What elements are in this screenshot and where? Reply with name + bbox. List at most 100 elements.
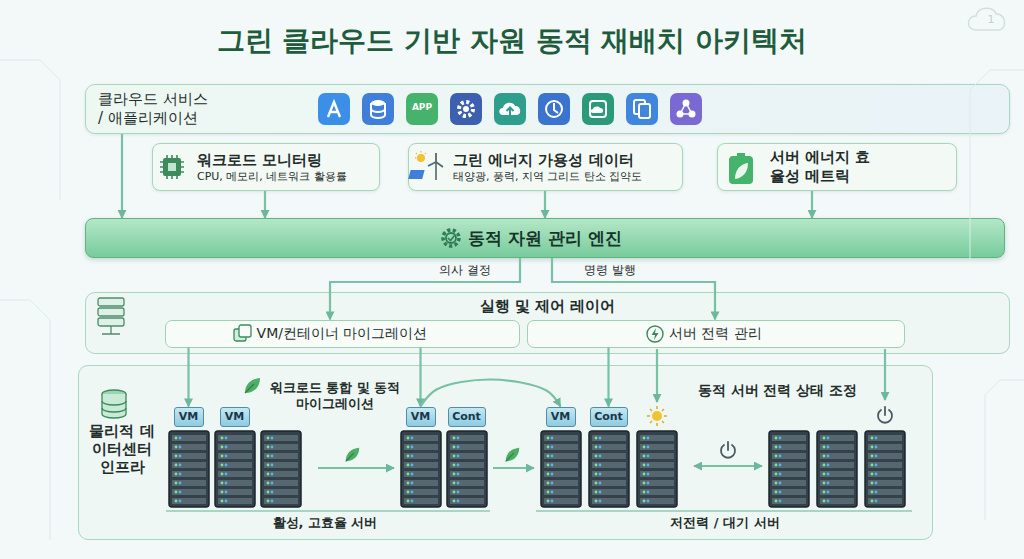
node-title: VM	[225, 410, 244, 423]
power-mgmt-icon	[652, 328, 659, 340]
flow-arrow	[493, 467, 534, 469]
connector-arrow	[121, 134, 123, 218]
app-icon	[683, 100, 690, 107]
app-icon	[450, 93, 482, 125]
app-icon	[318, 93, 350, 125]
app-icon	[626, 93, 658, 125]
server-rack	[817, 431, 857, 507]
gear-icon	[443, 230, 459, 246]
leaf-icon	[346, 448, 360, 462]
app-icon	[582, 93, 614, 125]
battery-icon	[737, 153, 745, 157]
node-body: 태양광, 풍력, 지역 그리드 탄소 집약도	[453, 170, 682, 184]
server-rack	[589, 431, 629, 507]
background-circuit	[0, 60, 60, 200]
server-rack	[261, 431, 301, 507]
connector-arrow	[811, 191, 813, 218]
app-icon	[670, 93, 702, 125]
server-stack-icon	[98, 298, 124, 306]
energy-icon	[435, 162, 437, 180]
app-icon	[371, 100, 385, 106]
app-icon	[371, 109, 385, 112]
server-racks	[169, 431, 905, 507]
connector-arrow	[264, 191, 266, 218]
connector-arrow	[419, 348, 421, 407]
service-band: 클라우드 서비스 / 애플리케이션	[85, 84, 1010, 134]
connector-arrow	[552, 258, 715, 320]
input-box: 그린 에너지 가용성 데이터태양광, 풍력, 지역 그리드 탄소 집약도	[408, 143, 683, 191]
edge-label: 명령 발행	[584, 262, 636, 279]
server-stack-icon	[98, 298, 124, 334]
app-icon	[507, 108, 514, 119]
energy-icon	[408, 170, 424, 179]
chip-icon	[168, 163, 176, 171]
engine-bar: 동적 자원 관리 엔진	[85, 218, 1005, 258]
flow-arrow	[318, 467, 394, 469]
gear-icon	[448, 236, 455, 241]
flow-arrow	[884, 349, 886, 400]
connector-arrow	[330, 258, 520, 320]
flow-arrow	[694, 465, 762, 467]
node-title: Cont	[452, 410, 481, 423]
node-title: VM	[551, 410, 570, 423]
server-stack-icon	[102, 326, 120, 334]
node-title: 동적 자원 관리 엔진	[468, 227, 622, 250]
connector-arrow	[544, 191, 546, 218]
node-body: CPU, 메모리, 네트워크 활용률	[197, 170, 379, 184]
background-circuit	[0, 300, 50, 540]
app-icon	[371, 103, 385, 118]
infra-band: 물리적 데이터센터 인프라VMVMVMContVMCont	[78, 365, 933, 540]
migration-icon	[234, 329, 246, 341]
energy-icon	[428, 153, 443, 167]
battery-icon	[729, 153, 753, 184]
server-rack	[215, 431, 255, 507]
app-icon	[670, 93, 702, 125]
node-title: 실행 및 제어 레이어	[86, 297, 1009, 315]
database-icon	[102, 390, 126, 398]
app-icon	[494, 93, 526, 125]
power-icon	[878, 407, 892, 423]
app-icon	[634, 100, 645, 114]
diagram-title: 그린 클라우드 기반 자원 동적 재배치 아키텍처	[0, 22, 1024, 60]
server-rack	[401, 431, 441, 507]
group-baseline	[536, 510, 912, 512]
flow-arrow	[656, 349, 658, 402]
app-icon	[538, 93, 570, 125]
chip-icon	[160, 155, 184, 179]
edge-label: 의사 결정	[439, 262, 491, 279]
vm-chip: VM	[406, 407, 436, 427]
app-icon	[406, 93, 438, 125]
gear-icon	[443, 230, 459, 246]
control-box: VM/컨테이너 마이그레이션	[165, 320, 520, 348]
app-icon	[459, 102, 473, 116]
power-icon	[721, 442, 735, 458]
power-mgmt-icon	[647, 326, 663, 342]
battery-icon	[735, 163, 748, 179]
vm-chip: VM	[546, 407, 576, 427]
app-icon	[362, 93, 394, 125]
database-icon	[102, 401, 126, 412]
app-icon	[590, 101, 606, 117]
migration-icon	[234, 325, 251, 341]
sun-icon	[652, 411, 662, 421]
leaf-icon	[245, 378, 260, 393]
node-title: VM/컨테이너 마이그레이션	[257, 325, 428, 343]
node-title: 클라우드 서비스 / 애플리케이션	[98, 90, 212, 128]
app-icon	[463, 106, 469, 112]
server-rack	[865, 431, 905, 507]
app-icon	[494, 93, 526, 125]
background-circuit	[970, 70, 1024, 260]
leaf-icon	[506, 448, 520, 462]
app-icon	[626, 93, 658, 125]
node-title: 워크로드 모니터링	[197, 151, 379, 170]
energy-icon	[417, 154, 425, 162]
energy-icon	[415, 151, 426, 158]
node-title: Cont	[594, 410, 623, 423]
battery-icon	[729, 156, 753, 184]
server-rack	[637, 431, 677, 507]
power-mgmt-icon	[647, 326, 663, 342]
server-rack	[169, 431, 209, 507]
container-chip: Cont	[590, 407, 628, 427]
